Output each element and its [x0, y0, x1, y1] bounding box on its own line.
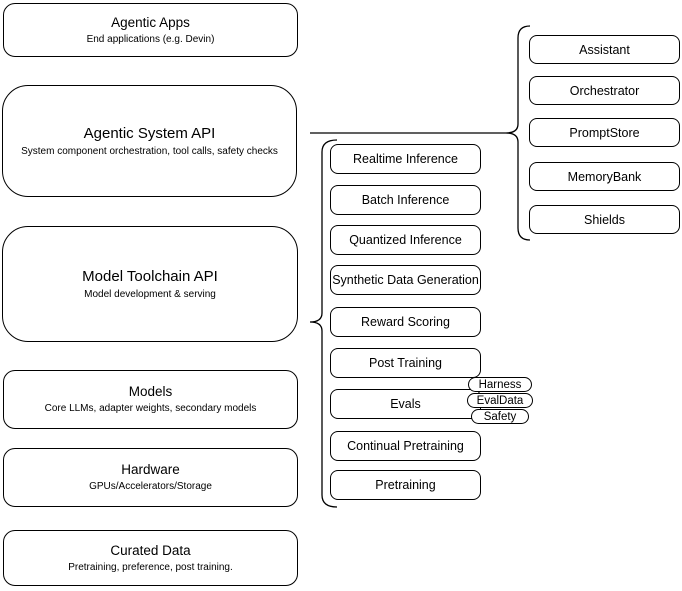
node-label: Realtime Inference [353, 152, 458, 166]
node-assistant: Assistant [529, 35, 680, 64]
node-label: Post Training [369, 356, 442, 370]
node-pretraining: Pretraining [330, 470, 481, 500]
node-promptstore: PromptStore [529, 118, 680, 147]
node-subtitle: GPUs/Accelerators/Storage [89, 481, 212, 492]
pill-harness: Harness [468, 377, 532, 392]
node-title: Models [128, 384, 173, 399]
pill-label: Safety [483, 410, 517, 423]
node-subtitle: Pretraining, preference, post training. [68, 561, 233, 573]
node-agentic-system-api: Agentic System API System component orch… [2, 85, 297, 197]
node-label: Quantized Inference [349, 233, 462, 247]
node-memorybank: MemoryBank [529, 162, 680, 191]
node-title: Agentic Apps [111, 14, 190, 30]
node-post-training: Post Training [330, 348, 481, 378]
node-subtitle: Core LLMs, adapter weights, secondary mo… [44, 403, 257, 414]
pill-safety: Safety [471, 409, 529, 424]
node-subtitle: System component orchestration, tool cal… [21, 145, 278, 157]
node-curated-data: Curated Data Pretraining, preference, po… [3, 530, 298, 586]
node-label: Assistant [579, 42, 630, 57]
node-shields: Shields [529, 205, 680, 234]
node-label: Shields [584, 212, 625, 227]
node-batch-inference: Batch Inference [330, 185, 481, 215]
node-label: Orchestrator [569, 83, 640, 98]
node-label: PromptStore [569, 125, 640, 140]
node-label: Pretraining [375, 478, 436, 492]
node-subtitle: End applications (e.g. Devin) [86, 33, 215, 45]
node-label: Reward Scoring [361, 315, 450, 329]
node-title: Hardware [121, 462, 180, 477]
node-realtime-inference: Realtime Inference [330, 144, 481, 174]
node-synthetic-data-generation: Synthetic Data Generation [330, 265, 481, 295]
node-quantized-inference: Quantized Inference [330, 225, 481, 255]
node-label: MemoryBank [567, 169, 642, 184]
node-label: Synthetic Data Generation [332, 273, 479, 287]
node-evals: Evals [330, 389, 481, 419]
system-components-brace [505, 25, 531, 241]
node-label: Continual Pretraining [347, 439, 464, 453]
node-orchestrator: Orchestrator [529, 76, 680, 105]
node-model-toolchain-api: Model Toolchain API Model development & … [2, 226, 298, 342]
node-hardware: Hardware GPUs/Accelerators/Storage [3, 448, 298, 507]
node-models: Models Core LLMs, adapter weights, secon… [3, 370, 298, 429]
node-continual-pretraining: Continual Pretraining [330, 431, 481, 461]
node-agentic-apps: Agentic Apps End applications (e.g. Devi… [3, 3, 298, 57]
node-title: Model Toolchain API [82, 267, 218, 285]
node-label: Evals [390, 397, 421, 411]
pill-evaldata: EvalData [467, 393, 533, 408]
node-label: Batch Inference [361, 193, 450, 207]
node-title: Curated Data [110, 542, 191, 558]
node-reward-scoring: Reward Scoring [330, 307, 481, 337]
node-title: Agentic System API [83, 124, 216, 142]
pill-label: Harness [478, 378, 522, 391]
pill-label: EvalData [476, 394, 524, 407]
node-subtitle: Model development & serving [84, 288, 216, 300]
